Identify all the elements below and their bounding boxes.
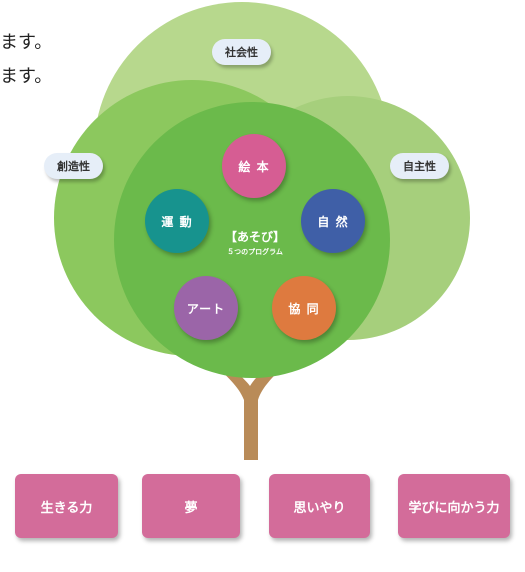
tree-trunk xyxy=(210,355,290,460)
value-box-dream: 夢 xyxy=(142,474,240,538)
tag-sociality: 社会性 xyxy=(212,39,271,65)
program-exercise: 運 動 xyxy=(145,189,209,253)
intro-text-line-1: ます。 xyxy=(0,32,53,53)
value-box-zest-for-life: 生きる力 xyxy=(15,474,118,538)
program-picture-book: 絵 本 xyxy=(222,134,286,198)
value-box-learning-power: 学びに向かう力 xyxy=(398,474,510,538)
program-nature: 自 然 xyxy=(301,189,365,253)
intro-text-line-2: ます。 xyxy=(0,66,53,87)
value-box-compassion: 思いやり xyxy=(269,474,370,538)
program-cooperation: 協 同 xyxy=(272,276,336,340)
tag-creativity: 創造性 xyxy=(44,153,103,179)
program-art: アート xyxy=(174,276,238,340)
tag-independence: 自主性 xyxy=(390,153,449,179)
center-title: 【あそび】 xyxy=(224,230,285,244)
center-subtitle: ５つのプログラム xyxy=(227,248,283,256)
